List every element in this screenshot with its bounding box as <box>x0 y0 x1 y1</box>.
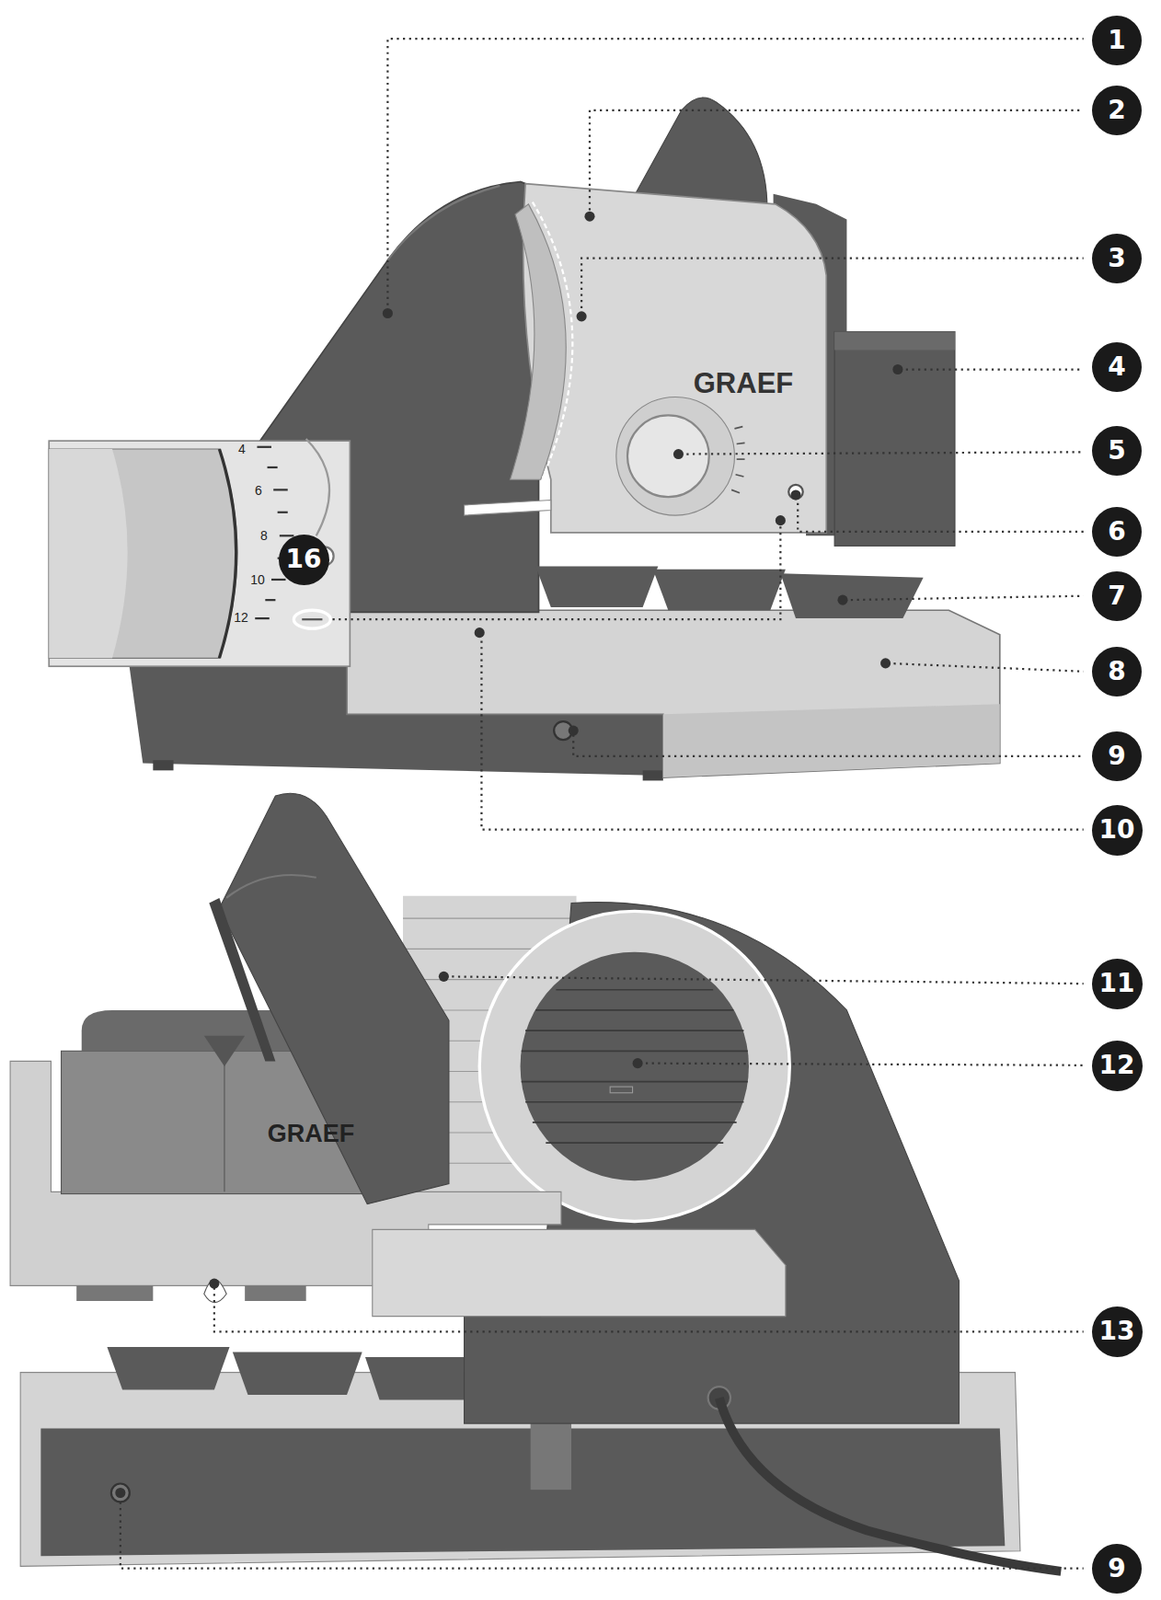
callout-number: 6 <box>1092 506 1142 557</box>
scale-number: 12 <box>233 609 249 625</box>
callout-number: 2 <box>1092 85 1142 136</box>
callout-number: 7 <box>1092 571 1142 621</box>
callout-text: 8 <box>1107 658 1126 685</box>
callout-number: 12 <box>1092 1040 1143 1092</box>
callout-text: 11 <box>1099 970 1136 997</box>
callout-text: 10 <box>1099 816 1136 843</box>
brand-logo: GRAEF <box>693 367 794 401</box>
callout-number: 3 <box>1092 233 1142 284</box>
callout-text: 13 <box>1099 1318 1136 1345</box>
callout-text: 5 <box>1107 437 1126 464</box>
callout-text: 1 <box>1107 27 1126 54</box>
callout-number: 4 <box>1092 342 1142 392</box>
callout-number: 5 <box>1092 425 1142 476</box>
callout-number: 9 <box>1092 731 1142 782</box>
callout-text: 4 <box>1107 354 1126 380</box>
scale-number: 6 <box>254 482 263 498</box>
brand-logo: GRAEF <box>267 1119 356 1149</box>
scale-number: 8 <box>260 528 268 543</box>
callout-text: 9 <box>1107 1555 1126 1582</box>
callout-number: 10 <box>1092 804 1143 856</box>
callout-text: 6 <box>1107 518 1126 545</box>
callout-text: 16 <box>286 546 322 573</box>
callout-text: 3 <box>1107 245 1126 272</box>
callout-number: 8 <box>1092 646 1142 697</box>
callout-number: 16 <box>278 534 330 586</box>
callout-number: 11 <box>1092 958 1143 1010</box>
callout-number: 9 <box>1092 1543 1142 1594</box>
callout-number: 13 <box>1092 1306 1143 1357</box>
callout-text: 9 <box>1107 743 1126 770</box>
callout-text: 2 <box>1107 97 1126 124</box>
callout-text: 12 <box>1099 1052 1136 1079</box>
scale-number: 10 <box>250 572 265 587</box>
callout-number: 1 <box>1092 15 1142 66</box>
callout-text: 7 <box>1107 583 1126 610</box>
scale-number: 4 <box>238 441 246 457</box>
